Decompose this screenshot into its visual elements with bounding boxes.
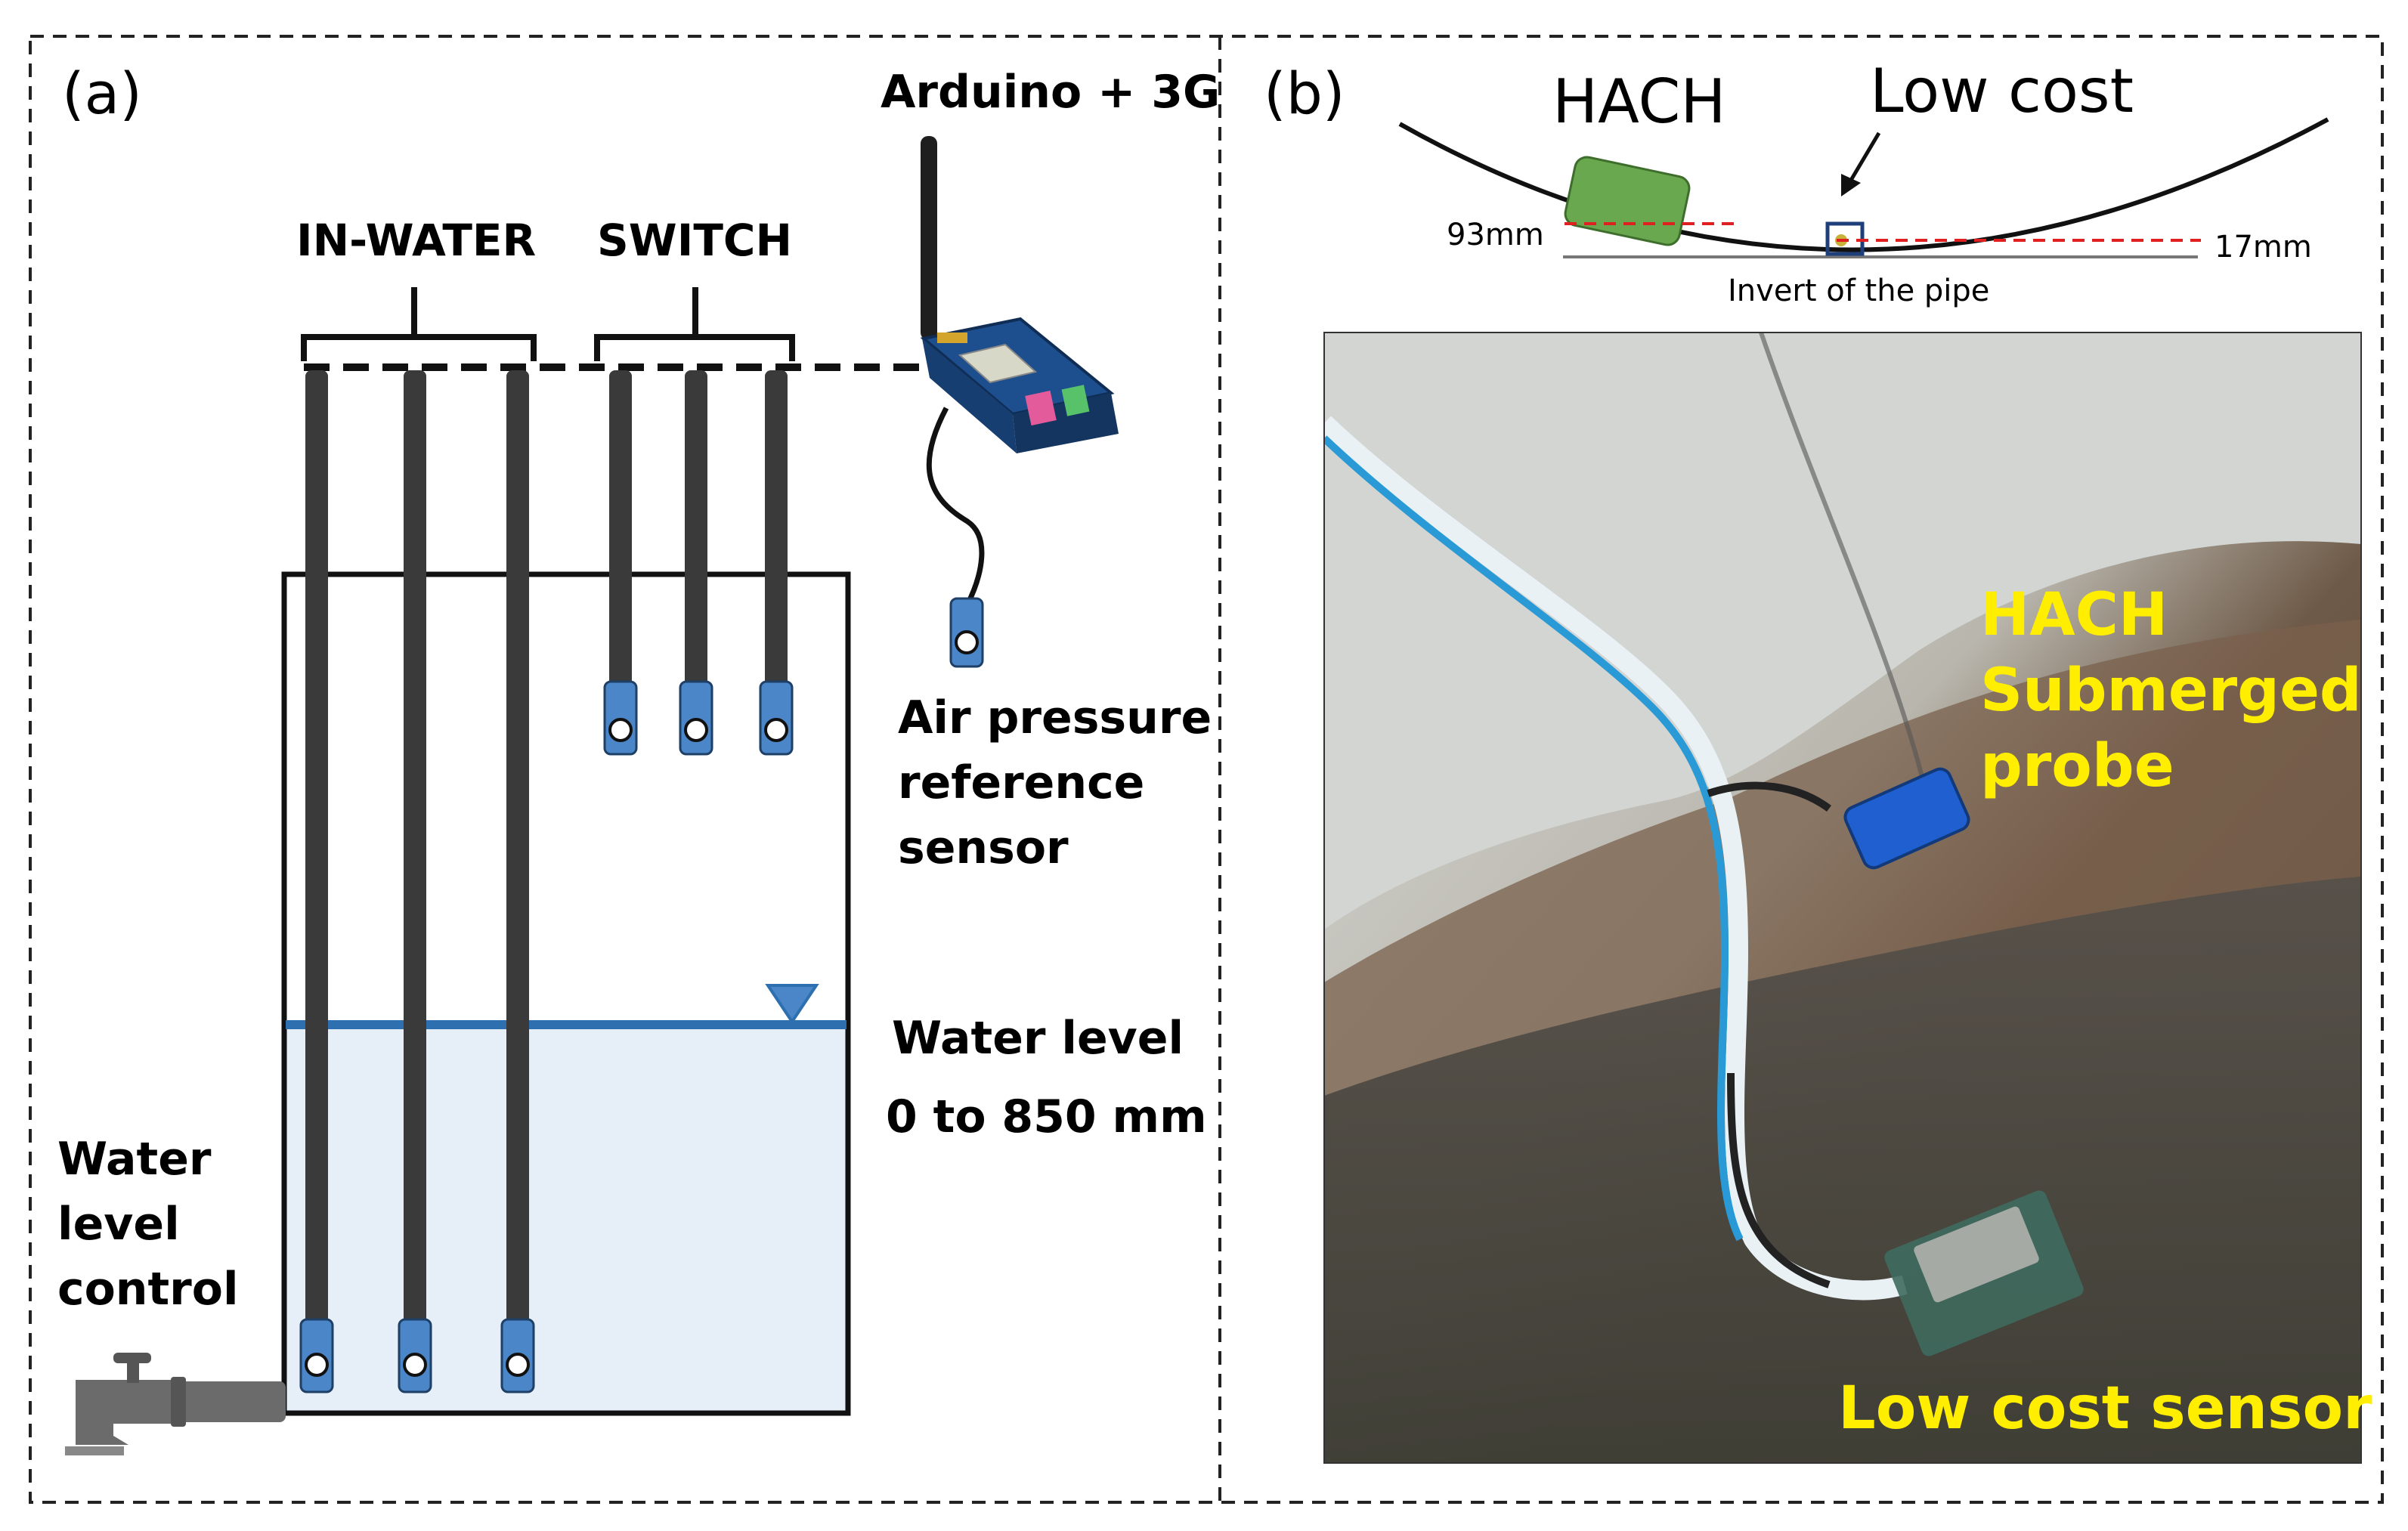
inwater-rod-2 bbox=[404, 370, 426, 1324]
photo-hach-label-1: HACH bbox=[1980, 581, 2168, 649]
water-level-marker-icon bbox=[765, 984, 819, 1025]
sensor-port-icon bbox=[608, 718, 633, 742]
tap-icon bbox=[65, 1353, 286, 1455]
sensor-port-icon bbox=[764, 718, 788, 742]
sensor-port-icon bbox=[684, 718, 708, 742]
water-level-label-1: Water level bbox=[892, 1012, 1184, 1065]
dim-left-label: 93mm bbox=[1447, 218, 1544, 252]
photo-border bbox=[1323, 332, 2362, 1464]
invert-label: Invert of the pipe bbox=[1728, 274, 1989, 308]
group-switch-label: SWITCH bbox=[597, 215, 792, 266]
antenna-icon bbox=[921, 136, 937, 340]
air-sensor-label-1: Air pressure bbox=[898, 691, 1212, 744]
water-fill bbox=[284, 1025, 848, 1413]
hach-probe-shape bbox=[1564, 156, 1691, 246]
air-sensor-label-3: sensor bbox=[898, 821, 1069, 874]
switch-rod-2 bbox=[685, 370, 707, 686]
panel-b-tag: (b) bbox=[1264, 60, 1345, 127]
sensor-port-icon bbox=[955, 630, 979, 654]
sensor-port-icon bbox=[506, 1353, 530, 1377]
air-sensor-label-2: reference bbox=[898, 756, 1144, 809]
panel-a: (a) Arduino + 3G IN-WATER SWITCH bbox=[57, 60, 1220, 1455]
switch-sensors bbox=[603, 680, 794, 756]
inwater-sensors bbox=[299, 1318, 535, 1393]
brace-switch bbox=[594, 287, 795, 361]
low-cost-label: Low cost bbox=[1870, 56, 2134, 126]
inwater-rods bbox=[305, 370, 529, 1324]
dim-right-label: 17mm bbox=[2215, 230, 2312, 264]
arrow-line bbox=[1848, 131, 1881, 183]
control-label-2: level bbox=[57, 1198, 180, 1251]
switch-rods bbox=[609, 370, 788, 686]
inwater-rod-3 bbox=[506, 370, 529, 1324]
photo-hach-label-3: probe bbox=[1980, 732, 2174, 800]
panel-b: (b) HACH Low cost 93mm 17mm Invert of th… bbox=[1264, 56, 2372, 1464]
inwater-rod-1 bbox=[305, 370, 328, 1324]
photo-hach-probe bbox=[1843, 767, 1970, 870]
field-photo bbox=[1324, 332, 2361, 1463]
control-label-1: Water bbox=[57, 1133, 212, 1186]
arduino-board-icon bbox=[920, 136, 1119, 453]
outer-frame bbox=[29, 35, 2384, 1504]
switch-rod-3 bbox=[765, 370, 788, 686]
switch-rod-1 bbox=[609, 370, 632, 686]
group-inwater-label: IN-WATER bbox=[296, 215, 536, 266]
brace-inwater bbox=[301, 287, 537, 361]
panel-a-tag: (a) bbox=[62, 60, 142, 127]
water-tank bbox=[281, 571, 851, 1416]
arduino-label: Arduino + 3G bbox=[881, 66, 1220, 119]
pipe-cross-section bbox=[1398, 117, 2329, 252]
photo-low-cost-label: Low cost sensor bbox=[1838, 1375, 2372, 1443]
hach-label: HACH bbox=[1552, 66, 1726, 137]
control-label-3: control bbox=[57, 1263, 239, 1316]
sensor-port-icon bbox=[305, 1353, 329, 1377]
photo-hach-label-2: Submerged bbox=[1980, 657, 2362, 725]
water-level-label-2: 0 to 850 mm bbox=[886, 1090, 1207, 1143]
sensor-port-icon bbox=[403, 1353, 427, 1377]
arrow-head-icon bbox=[1841, 174, 1861, 196]
air-sensor-cable bbox=[926, 407, 985, 606]
